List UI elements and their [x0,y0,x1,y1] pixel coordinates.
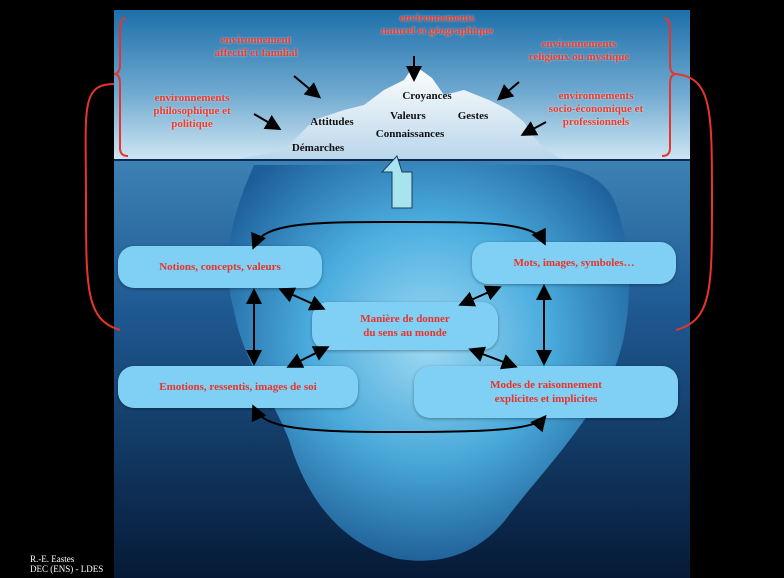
arrow-affectif [293,75,322,99]
label-attitudes: Attitudes [310,116,354,128]
curve-top [251,221,546,250]
arrow-mots-center [458,285,502,307]
box-center: Manière de donner du sens au monde [312,302,498,350]
iceberg-slide: environnements naturel et géographique e… [114,10,690,578]
bracket-left-loop [84,83,121,331]
bracket-right-top [661,17,677,157]
box-emotions: Emotions, ressentis, images de soi [118,366,358,408]
label-env-socio: environnements socio-économique et profe… [548,90,644,128]
label-demarches: Démarches [291,142,345,154]
up-arrow [380,155,413,209]
label-env-naturel: environnements naturel et géographique [380,12,494,37]
credit-line-2: DEC (ENS) - LDES [30,564,104,574]
label-croyances: Croyances [402,90,452,102]
arrows-overlay [246,56,552,434]
arrow-modes-center [468,346,518,370]
bracket-left-top [113,17,129,157]
credit: R.-E. Eastes DEC (ENS) - LDES [30,554,103,574]
label-env-affectif: environnement affectif et familial [214,34,298,59]
curve-bottom [251,404,547,434]
label-connaissances: Connaissances [375,128,445,140]
label-env-religieux: environnements religieux ou mystique [528,38,630,63]
bracket-right-loop [675,73,713,331]
arrow-religieux [496,81,520,101]
label-valeurs: Valeurs [390,110,426,122]
label-env-philosophique: environnements philosophique et politiqu… [153,92,231,130]
label-gestes: Gestes [457,110,489,122]
arrow-philosophique [253,113,282,131]
arrow-socio [520,121,547,136]
arrow-notions-center [278,287,326,311]
box-notions: Notions, concepts, valeurs [118,246,322,288]
arrow-emotions-center [286,346,330,368]
credit-line-1: R.-E. Eastes [30,554,75,564]
iceberg-tip [234,65,564,160]
